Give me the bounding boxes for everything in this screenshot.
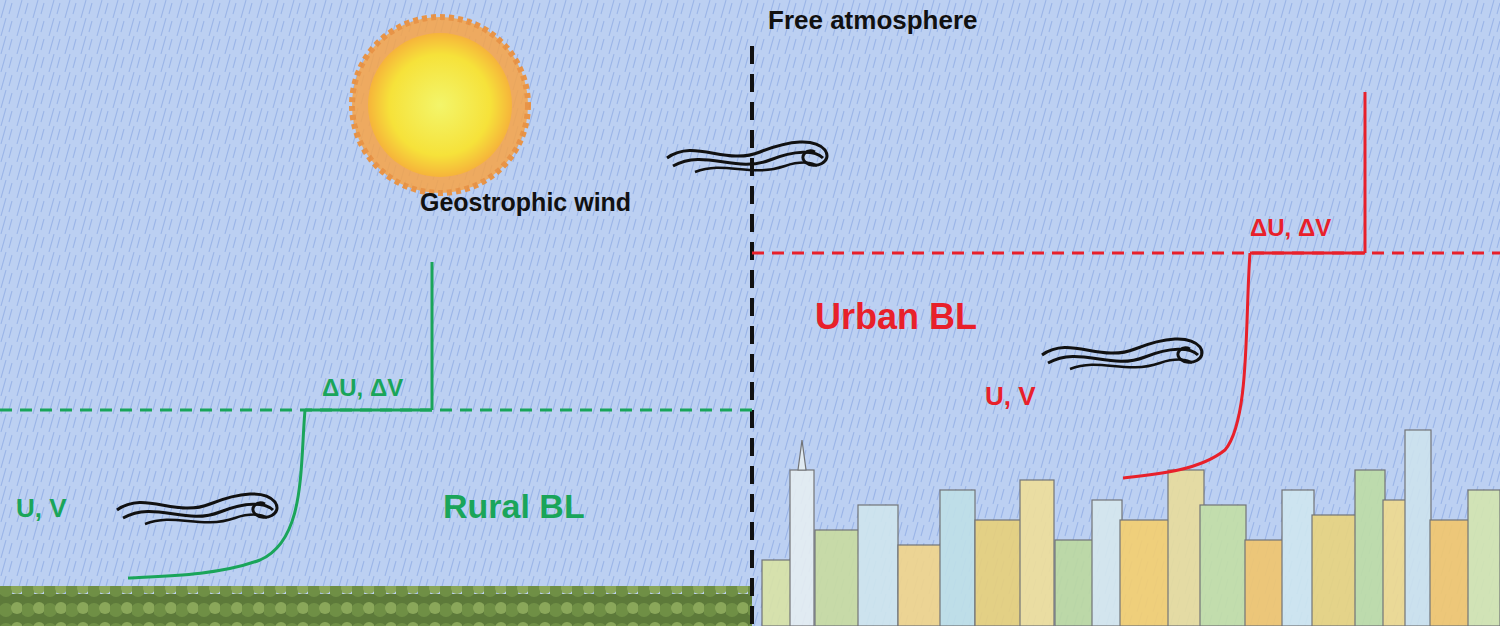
wind-symbol xyxy=(667,142,827,172)
shear-label: ΔU, ΔV xyxy=(1250,214,1331,242)
wind-component-label: U, V xyxy=(16,494,67,524)
shear-label: ΔU, ΔV xyxy=(322,374,403,402)
rural-wind-profile xyxy=(0,262,752,578)
urban-wind-profile xyxy=(752,92,1500,478)
wind-label: Geostrophic wind xyxy=(420,188,631,217)
region-label: Urban BL xyxy=(815,296,977,337)
divider-line xyxy=(750,46,754,626)
wind-symbol xyxy=(117,494,277,524)
region-label: Free atmosphere xyxy=(768,6,978,36)
city-skyline xyxy=(762,430,1500,626)
wind-symbol xyxy=(1042,339,1202,369)
sun xyxy=(352,17,528,193)
wind-component-label: U, V xyxy=(985,382,1036,412)
region-label: Rural BL xyxy=(443,487,585,526)
